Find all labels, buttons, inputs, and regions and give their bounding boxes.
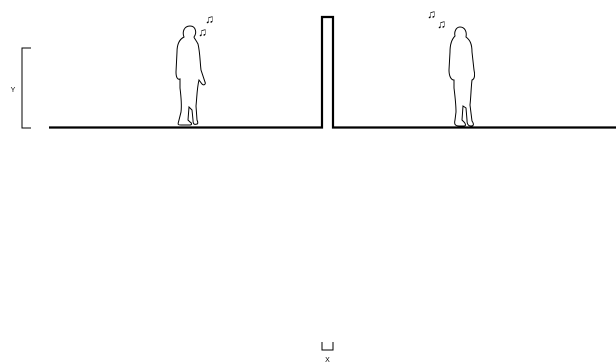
music-notes-icon: ♫ ♫ [427,7,446,31]
svg-text:♫: ♫ [427,7,436,21]
ground-with-barrier [49,17,616,128]
height-dimension-bracket: Y [11,48,31,128]
left-person-figure: ♫ ♫ [176,12,214,125]
width-label: X [325,357,330,363]
svg-text:♫: ♫ [437,17,446,31]
svg-text:♫: ♫ [205,12,214,26]
height-label: Y [11,87,16,94]
svg-text:♫: ♫ [198,25,207,39]
width-dimension-bracket: X [322,342,333,363]
right-person-figure: ♫ ♫ [427,7,475,126]
standing-person-icon [176,26,205,125]
standing-person-icon [449,27,475,126]
music-notes-icon: ♫ ♫ [198,12,214,39]
